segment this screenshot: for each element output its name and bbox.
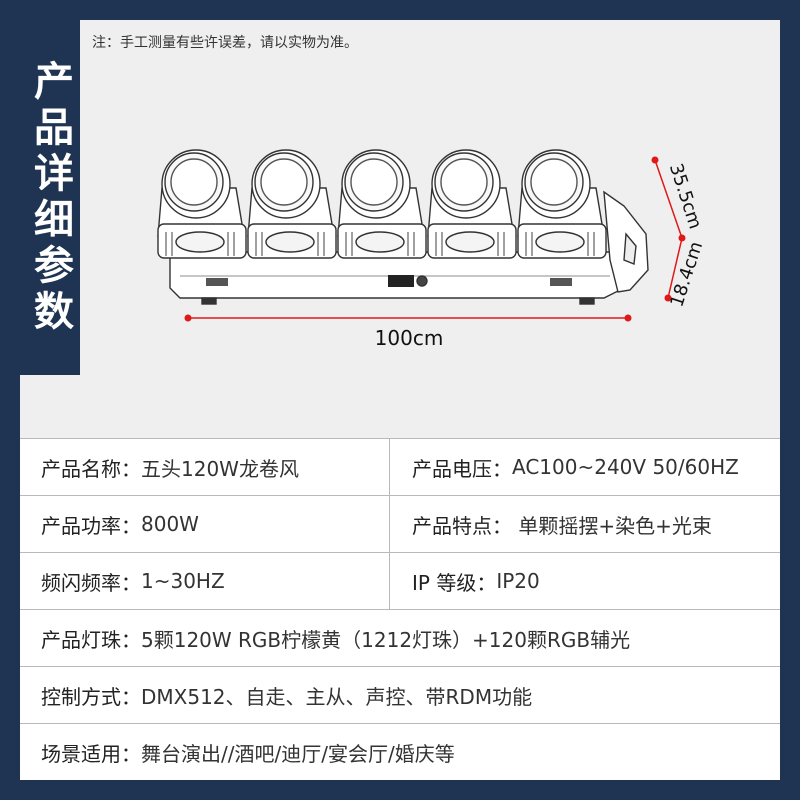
spec-table: 产品名称： 五头120W龙卷风 产品电压： AC100~240V 50/60HZ… bbox=[20, 438, 780, 780]
product-detail-frame: 产品详细参数 注：手工测量有些许误差，请以实物为准。 bbox=[20, 20, 780, 780]
spec-label: 产品灯珠： bbox=[41, 627, 141, 652]
measurement-note: 注：手工测量有些许误差，请以实物为准。 bbox=[92, 35, 358, 51]
spec-label: 产品特点： bbox=[412, 513, 512, 538]
spec-cell-features: 产品特点： 单颗摇摆+染色+光束 bbox=[390, 496, 780, 552]
spec-row: 频闪频率： 1~30HZ IP 等级： IP20 bbox=[20, 553, 780, 610]
spec-label: 控制方式： bbox=[41, 684, 141, 709]
spec-row: 产品功率： 800W 产品特点： 单颗摇摆+染色+光束 bbox=[20, 496, 780, 553]
product-image-panel: 产品详细参数 注：手工测量有些许误差，请以实物为准。 bbox=[20, 20, 780, 438]
spec-value: 1~30HZ bbox=[141, 569, 225, 593]
spec-value: 800W bbox=[141, 512, 199, 536]
spec-row: 控制方式： DMX512、自走、主从、声控、带RDM功能 bbox=[20, 667, 780, 724]
moving-head-fixture-illustration bbox=[157, 149, 649, 305]
side-title-banner: 产品详细参数 bbox=[20, 20, 80, 375]
spec-cell-product-name: 产品名称： 五头120W龙卷风 bbox=[20, 439, 390, 495]
width-dimension-line bbox=[184, 314, 632, 322]
width-dimension-label: 100cm bbox=[375, 326, 444, 350]
product-drawing: 100cm 35.5cm 18.4cm bbox=[157, 149, 707, 350]
spec-row: 产品灯珠： 5颗120W RGB柠檬黄（1212灯珠）+120颗RGB辅光 bbox=[20, 610, 780, 667]
spec-value: 五头120W龙卷风 bbox=[141, 456, 299, 481]
spec-cell-leds: 产品灯珠： 5颗120W RGB柠檬黄（1212灯珠）+120颗RGB辅光 bbox=[20, 610, 780, 666]
side-dimension-line bbox=[651, 156, 686, 302]
spec-label: 产品功率： bbox=[41, 513, 141, 538]
spec-cell-control: 控制方式： DMX512、自走、主从、声控、带RDM功能 bbox=[20, 667, 780, 723]
spec-cell-voltage: 产品电压： AC100~240V 50/60HZ bbox=[390, 439, 780, 495]
spec-label: 场景适用： bbox=[41, 742, 141, 766]
spec-cell-power: 产品功率： 800W bbox=[20, 496, 390, 552]
spec-label: 频闪频率： bbox=[41, 570, 141, 595]
spec-value: 舞台演出//酒吧/迪厅/宴会厅/婚庆等 bbox=[141, 742, 455, 766]
spec-label: 产品电压： bbox=[412, 456, 512, 481]
spec-value: 5颗120W RGB柠檬黄（1212灯珠）+120颗RGB辅光 bbox=[141, 627, 631, 652]
height-dimension-label: 35.5cm bbox=[665, 161, 706, 232]
spec-value: AC100~240V 50/60HZ bbox=[512, 455, 739, 479]
spec-label: 产品名称： bbox=[41, 456, 141, 481]
spec-row: 场景适用： 舞台演出//酒吧/迪厅/宴会厅/婚庆等 bbox=[20, 724, 780, 781]
spec-value: 单颗摇摆+染色+光束 bbox=[512, 513, 712, 538]
side-title-text: 产品详细参数 bbox=[27, 59, 73, 336]
spec-value: DMX512、自走、主从、声控、带RDM功能 bbox=[141, 684, 533, 709]
spec-row: 产品名称： 五头120W龙卷风 产品电压： AC100~240V 50/60HZ bbox=[20, 439, 780, 496]
spec-value: IP20 bbox=[496, 569, 540, 593]
spec-cell-strobe: 频闪频率： 1~30HZ bbox=[20, 553, 390, 609]
spec-cell-ip-rating: IP 等级： IP20 bbox=[390, 553, 780, 609]
spec-cell-scenes: 场景适用： 舞台演出//酒吧/迪厅/宴会厅/婚庆等 bbox=[20, 724, 780, 781]
spec-label: IP 等级： bbox=[412, 570, 497, 595]
depth-dimension-label: 18.4cm bbox=[666, 239, 707, 310]
